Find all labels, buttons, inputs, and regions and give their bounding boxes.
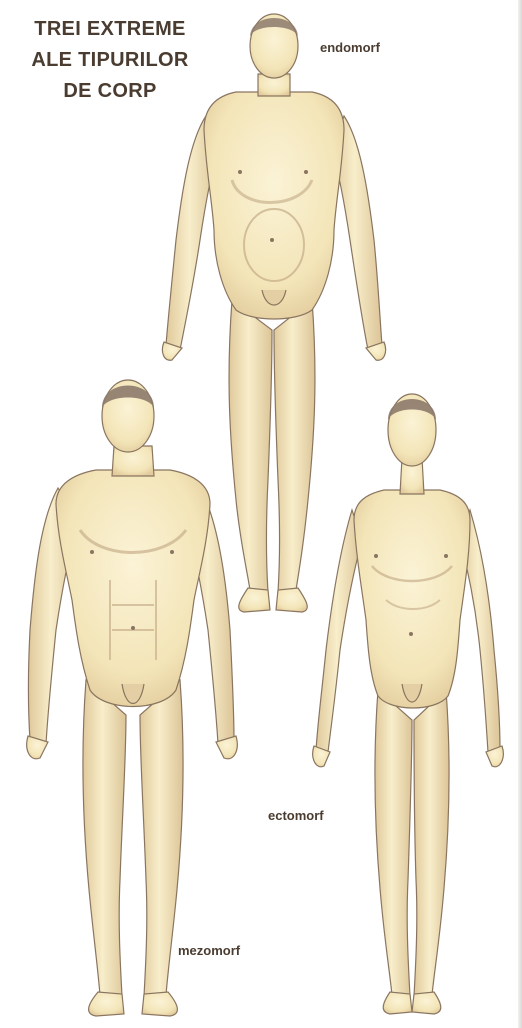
page-edge-divider [518,0,522,1028]
title-line-3: DE CORP [10,76,210,107]
page-title: TREI EXTREME ALE TIPURILOR DE CORP [10,14,210,107]
mesomorph-figure [27,380,238,1016]
ectomorph-figure [313,394,504,1014]
title-line-1: TREI EXTREME [10,14,210,45]
endomorph-label: endomorf [320,40,380,55]
ectomorph-label: ectomorf [268,808,324,823]
title-line-2: ALE TIPURILOR [10,45,210,76]
mesomorph-label: mezomorf [178,943,240,958]
